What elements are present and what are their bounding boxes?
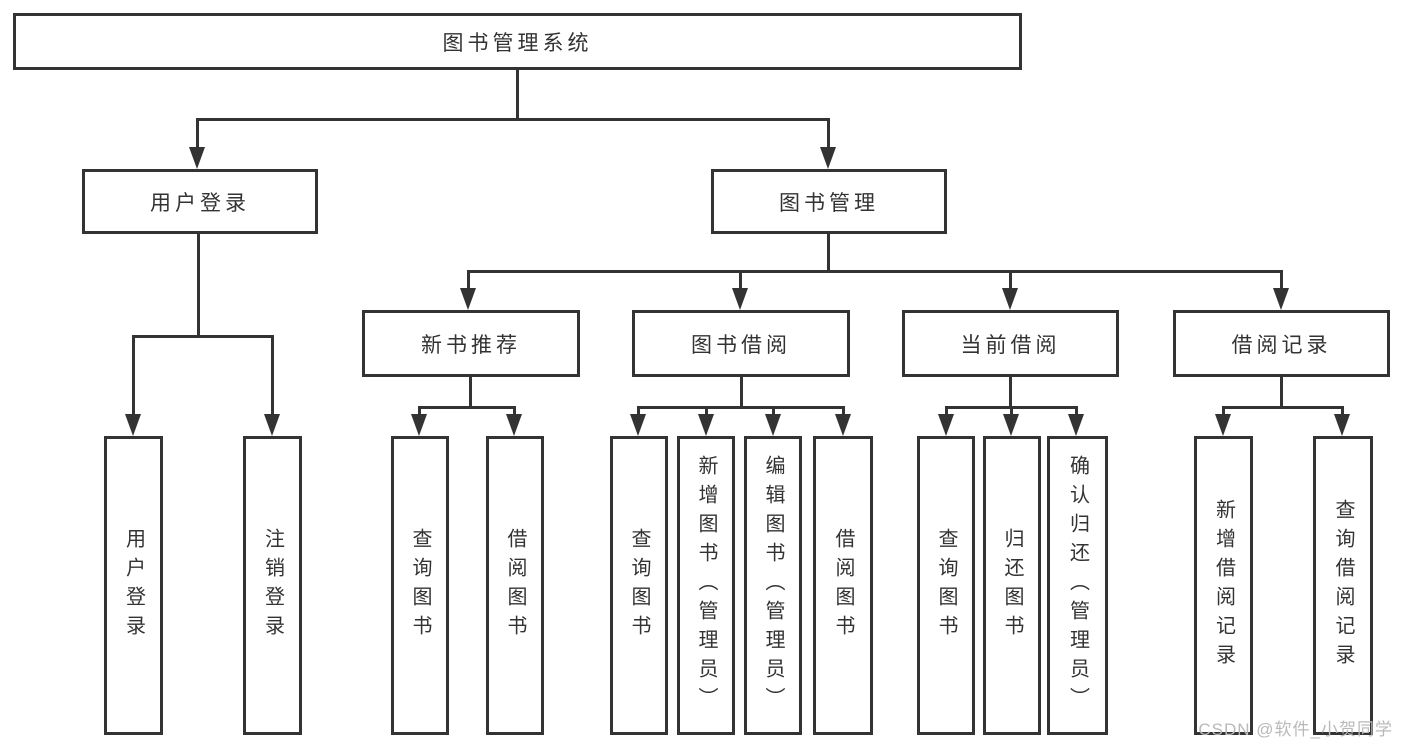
arrow-down-icon [1215, 414, 1231, 436]
connector-stem [418, 406, 421, 416]
arrow-down-icon [460, 288, 476, 310]
connector-recommend-drop [469, 375, 472, 406]
leaf-query-books-recommend-label: 查询图书 [409, 527, 431, 644]
arrow-down-icon [820, 147, 836, 169]
node-user-login-label: 用户登录 [150, 191, 250, 215]
arrow-down-icon [264, 414, 280, 436]
arrow-down-icon [1334, 414, 1350, 436]
leaf-borrow-books-recommend: 借阅图书 [486, 436, 544, 735]
node-root-label: 图书管理系统 [442, 31, 593, 55]
leaf-add-books-admin: 新增图书（管理员） [677, 436, 735, 735]
arrow-down-icon [125, 414, 141, 436]
connector-stem [705, 406, 708, 416]
connector-records-rail [1222, 406, 1344, 409]
arrow-down-icon [630, 414, 646, 436]
node-current-borrow: 当前借阅 [902, 310, 1119, 377]
arrow-down-icon [411, 414, 427, 436]
node-book-management: 图书管理 [711, 169, 947, 234]
node-book-borrow: 图书借阅 [632, 310, 850, 377]
connector-stem [196, 118, 199, 150]
leaf-confirm-return-admin-label: 确认归还（管理员） [1066, 455, 1089, 716]
leaf-add-borrow-record: 新增借阅记录 [1194, 436, 1253, 735]
connector-mgmt-rail [467, 270, 1282, 273]
leaf-query-books-borrow: 查询图书 [610, 436, 668, 735]
csdn-watermark: CSDN @软件_小贺同学 [1198, 720, 1393, 739]
leaf-return-books-label: 归还图书 [1001, 527, 1023, 644]
leaf-edit-books-admin-label: 编辑图书（管理员） [762, 455, 784, 716]
connector-stem [827, 118, 830, 150]
connector-stem [271, 335, 274, 416]
connector-stem [1341, 406, 1344, 416]
connector-stem [739, 270, 742, 290]
arrow-down-icon [1068, 414, 1084, 436]
leaf-confirm-return-admin: 确认归还（管理员） [1047, 436, 1108, 735]
leaf-user-login-label: 用户登录 [122, 527, 145, 644]
connector-stem [1222, 406, 1225, 416]
arrow-down-icon [732, 288, 748, 310]
arrow-down-icon [938, 414, 954, 436]
connector-current-drop [1009, 375, 1012, 406]
leaf-borrow-books-recommend-label: 借阅图书 [504, 527, 526, 644]
node-borrow-records: 借阅记录 [1173, 310, 1390, 377]
connector-stem [842, 406, 845, 416]
connector-stem [1280, 270, 1283, 290]
leaf-logout: 注销登录 [243, 436, 302, 735]
node-book-borrow-label: 图书借阅 [691, 333, 791, 357]
leaf-borrow-books: 借阅图书 [813, 436, 873, 735]
connector-login-drop [197, 233, 200, 335]
leaf-query-books-current: 查询图书 [917, 436, 975, 735]
connector-mgmt-drop [827, 233, 830, 271]
connector-root-rail [197, 118, 830, 121]
leaf-return-books: 归还图书 [983, 436, 1041, 735]
arrow-down-icon [189, 147, 205, 169]
arrow-down-icon [506, 414, 522, 436]
connector-stem [1075, 406, 1078, 416]
leaf-query-books-current-label: 查询图书 [935, 527, 957, 644]
leaf-query-borrow-record: 查询借阅记录 [1313, 436, 1373, 735]
node-borrow-records-label: 借阅记录 [1231, 333, 1332, 357]
connector-borrow-rail [637, 406, 844, 409]
arrow-down-icon [1273, 288, 1289, 310]
leaf-borrow-books-label: 借阅图书 [832, 527, 854, 644]
connector-records-drop [1280, 375, 1283, 406]
connector-stem [132, 335, 135, 416]
connector-stem [467, 270, 470, 290]
leaf-add-books-admin-label: 新增图书（管理员） [695, 455, 717, 716]
arrow-down-icon [698, 414, 714, 436]
arrow-down-icon [765, 414, 781, 436]
node-book-management-label: 图书管理 [779, 191, 879, 215]
arrow-down-icon [835, 414, 851, 436]
connector-root-drop [516, 70, 519, 118]
connector-stem [945, 406, 948, 416]
node-root: 图书管理系统 [13, 13, 1022, 70]
connector-stem [513, 406, 516, 416]
connector-login-rail [132, 335, 274, 338]
connector-recommend-rail [418, 406, 515, 409]
arrow-down-icon [1002, 288, 1018, 310]
leaf-edit-books-admin: 编辑图书（管理员） [744, 436, 802, 735]
connector-stem [637, 406, 640, 416]
leaf-query-books-borrow-label: 查询图书 [628, 527, 650, 644]
connector-borrow-drop [740, 375, 743, 406]
connector-stem [1009, 270, 1012, 290]
node-new-book-recommend: 新书推荐 [362, 310, 580, 377]
leaf-query-books-recommend: 查询图书 [391, 436, 449, 735]
leaf-user-login: 用户登录 [104, 436, 163, 735]
connector-stem [1010, 406, 1013, 416]
node-user-login: 用户登录 [82, 169, 318, 234]
leaf-add-borrow-record-label: 新增借阅记录 [1212, 498, 1235, 673]
leaf-logout-label: 注销登录 [261, 527, 284, 644]
leaf-query-borrow-record-label: 查询借阅记录 [1332, 498, 1354, 673]
node-new-book-recommend-label: 新书推荐 [421, 333, 521, 357]
node-current-borrow-label: 当前借阅 [960, 333, 1061, 357]
arrow-down-icon [1003, 414, 1019, 436]
connector-stem [772, 406, 775, 416]
